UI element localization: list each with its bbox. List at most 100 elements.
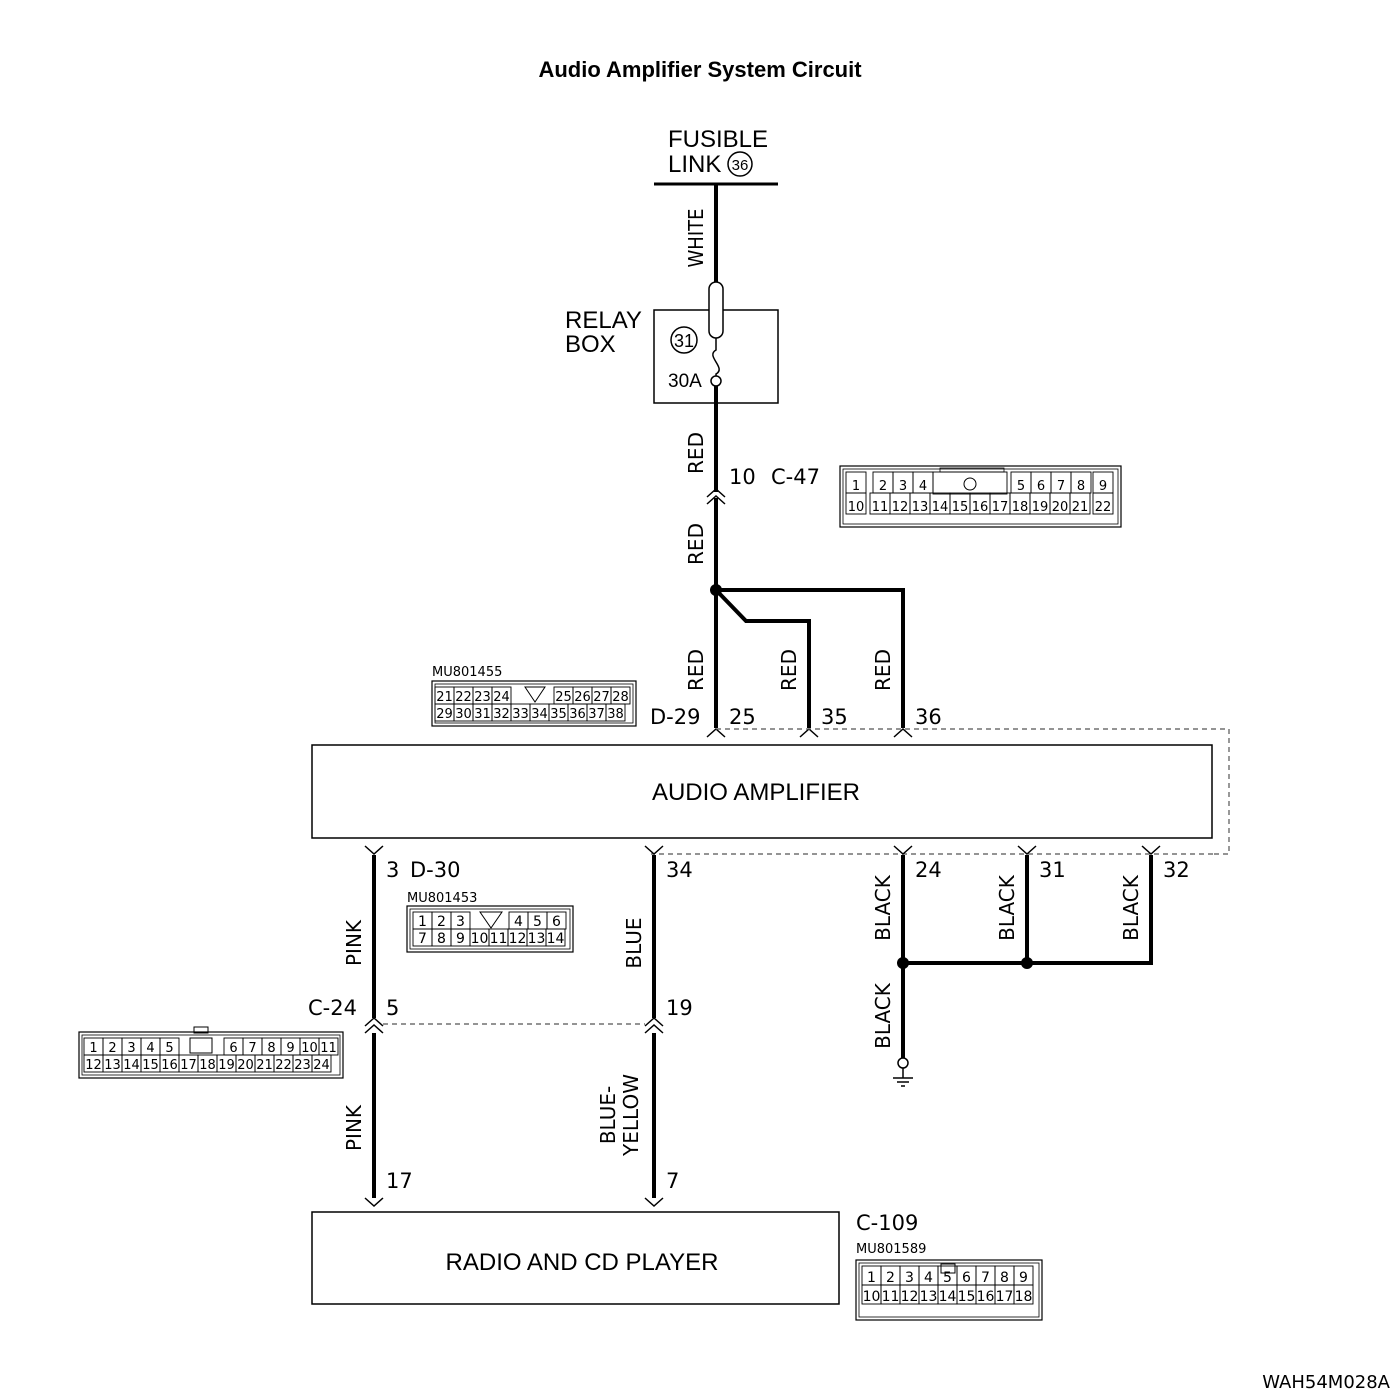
relay-box-label-2: BOX: [565, 331, 616, 358]
c24face-pin-label: 2: [108, 1041, 116, 1056]
c24face-pin-label: 13: [104, 1058, 121, 1073]
c24face-pin-label: 20: [237, 1058, 254, 1073]
d30face-pin-label: 9: [456, 931, 465, 947]
c47face-pin-label: 9: [1099, 479, 1107, 494]
c24face-pin-label: 12: [85, 1058, 102, 1073]
wire-label-pink-1: PINK: [342, 919, 366, 966]
c109face-pin-label: 10: [863, 1289, 881, 1305]
c24face-pin-label: 11: [320, 1041, 337, 1056]
figure-code: WAH54M028A: [1262, 1372, 1390, 1393]
c24-pin-19: 19: [666, 996, 693, 1020]
c24face-pin-label: 21: [256, 1058, 273, 1073]
wire-label-black-2: BLACK: [995, 874, 1019, 941]
wire-label-red-2: RED: [684, 523, 708, 565]
c109face-pin-label: 4: [924, 1270, 933, 1286]
audio-amplifier-label: AUDIO AMPLIFIER: [652, 779, 860, 806]
d29face-pin-label: 26: [574, 690, 591, 705]
d29-terminal-36: [893, 727, 913, 738]
c47face-pin-label: 15: [952, 500, 969, 515]
c47face-pin-label: 21: [1072, 500, 1089, 515]
c47-chevron-top: [706, 487, 726, 498]
c109face-pin-label: 9: [1019, 1270, 1028, 1286]
d29face-pin-label: 32: [493, 707, 510, 722]
d29face-pin-label: 31: [474, 707, 491, 722]
c47face-pin-label: 3: [899, 479, 907, 494]
d29face-pin-label: 34: [531, 707, 548, 722]
d29-pin-25: 25: [729, 705, 756, 729]
wire-label-blue-yellow-2: YELLOW: [619, 1074, 643, 1157]
radio-cd-player-box: [311, 1211, 840, 1305]
wire-label-blue: BLUE: [622, 917, 646, 968]
d29face-pin-label: 35: [550, 707, 567, 722]
d29face-pin-label: 21: [436, 690, 453, 705]
d29-pin-35: 35: [821, 705, 848, 729]
amplifier-connector-dashed-outline: [651, 728, 1230, 855]
d30face-pin-label: 1: [418, 914, 427, 930]
c47face-pin-label: 5: [1017, 479, 1025, 494]
c24-connector-name: C-24: [308, 996, 357, 1020]
c47face-pin-label: 7: [1057, 479, 1065, 494]
fusible-link-number: 36: [732, 157, 749, 174]
c24-chevron-pink-2: [364, 1023, 384, 1034]
wire-red-branch-36: [716, 588, 905, 728]
fusible-link-number-circle: [727, 151, 753, 177]
wire-label-red-4: RED: [777, 649, 801, 691]
c109-part-number: MU801589: [856, 1242, 926, 1257]
fuse-rating: 30A: [668, 371, 702, 392]
relay-box: RELAY BOX 31 30A: [565, 281, 779, 404]
d30-terminal-31: [1017, 845, 1037, 856]
d30face-pin-label: 4: [514, 914, 523, 930]
fusible-link: FUSIBLE LINK 36: [654, 126, 778, 186]
c47face-pin-label: 11: [872, 500, 889, 515]
c24face-pin-label: 23: [294, 1058, 311, 1073]
d30-pin-34: 34: [666, 858, 693, 882]
c47face-pin-label: 4: [919, 479, 927, 494]
c24face-cell: [311, 1054, 332, 1073]
splice-black-2: [1021, 957, 1033, 969]
c109face-pin-label: 5: [943, 1270, 952, 1286]
wire-label-white: WHITE: [684, 209, 708, 268]
c24face-pin-label: 16: [161, 1058, 178, 1073]
d29face-pin-label: 38: [607, 707, 624, 722]
d30face-pin-label: 3: [456, 914, 465, 930]
fusible-link-label-1: FUSIBLE: [668, 126, 768, 153]
d30-terminal-34: [644, 845, 664, 856]
c109-pin-7: 7: [666, 1169, 679, 1193]
c24face-pin-label: 7: [248, 1041, 256, 1056]
c109face-cell: [1013, 1284, 1034, 1305]
c109face-pin-label: 2: [886, 1270, 895, 1286]
ground-icon: [893, 1057, 913, 1087]
wire-label-red-3: RED: [684, 649, 708, 691]
c109-pin-17: 17: [386, 1169, 413, 1193]
wire-label-blue-yellow-1: BLUE-: [596, 1086, 620, 1144]
audio-amplifier-box: [311, 744, 1213, 839]
d29-part-number: MU801455: [432, 665, 502, 680]
c47face-cell: [1069, 492, 1091, 515]
c47-pin-number: 10: [729, 465, 756, 489]
c47face-pin-label: 10: [848, 500, 865, 515]
c109face-pin-label: 8: [1000, 1270, 1009, 1286]
c24face-pin-label: 4: [146, 1041, 154, 1056]
d30face-pin-label: 5: [533, 914, 542, 930]
c24face-pin-label: 24: [313, 1058, 330, 1073]
c47face-pin-label: 2: [879, 479, 887, 494]
d29-pin-36: 36: [915, 705, 942, 729]
wire-label-red-5: RED: [871, 649, 895, 691]
d30face-pin-label: 12: [509, 931, 527, 947]
c24-chevron-pink-1: [364, 1016, 384, 1027]
c109face-pin-label: 7: [981, 1270, 990, 1286]
d29face-pin-label: 23: [474, 690, 491, 705]
c24face-pin-label: 5: [165, 1041, 173, 1056]
c47-chevron-bottom: [706, 494, 726, 505]
d29face-pin-label: 28: [612, 690, 629, 705]
d30face-pin-label: 7: [418, 931, 427, 947]
c24face-pin-label: 15: [142, 1058, 159, 1073]
d30face-pin-label: 10: [471, 931, 489, 947]
c109face-pin-label: 13: [920, 1289, 938, 1305]
c109face-pin-label: 6: [962, 1270, 971, 1286]
c24face-pin-label: 6: [229, 1041, 237, 1056]
c24face-pin-label: 22: [275, 1058, 292, 1073]
